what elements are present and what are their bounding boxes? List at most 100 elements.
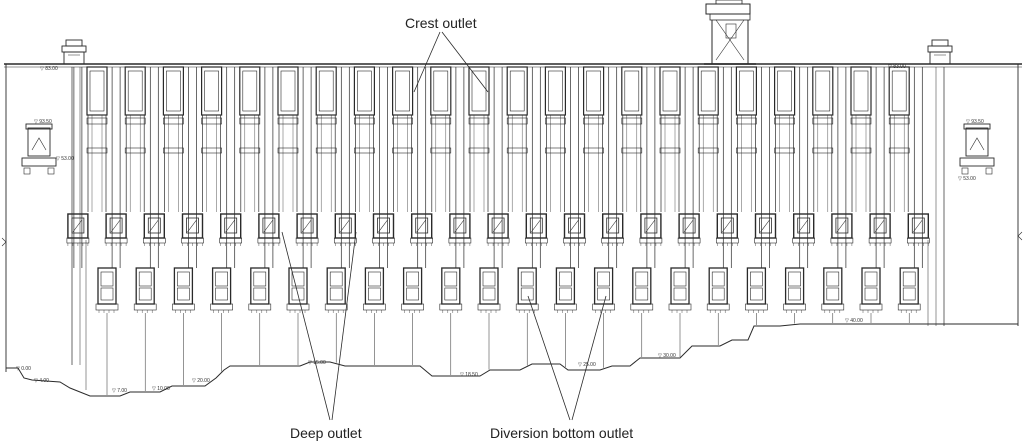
- deep-outlet-gate: [415, 217, 429, 234]
- diversion-outlet-gate: [597, 271, 610, 287]
- pier: [493, 67, 503, 268]
- crest-gate-frame: [124, 66, 146, 116]
- crest-gate-opening: [815, 70, 831, 112]
- diversion-outlet-gate: [482, 271, 496, 287]
- gate-slot-band: [86, 117, 108, 125]
- crane-top-box: [705, 3, 751, 15]
- elev-bed-c: ▽ 10.00: [152, 386, 170, 392]
- tower-top: [931, 39, 949, 47]
- deep-outlet-gate-diag: [760, 219, 770, 233]
- diversion-outlet: [439, 267, 463, 375]
- gantry-crane: [704, 0, 756, 65]
- pier: [531, 67, 541, 268]
- deep-outlet: [601, 213, 625, 246]
- diversion-outlet-gate-lower: [826, 287, 840, 301]
- gate-slot-band-2: [888, 147, 910, 154]
- diversion-outlet-gate: [138, 271, 152, 287]
- deep-outlet-sill: [104, 237, 128, 244]
- diversion-outlet-gate-lower: [597, 287, 610, 301]
- diversion-outlet-gate-lower: [138, 287, 152, 301]
- pier: [722, 67, 732, 268]
- diversion-outlet-gate-lower: [177, 287, 190, 301]
- pier: [73, 67, 83, 268]
- crest-gate-opening: [739, 70, 754, 112]
- house-foot-left: [23, 167, 31, 175]
- diversion-outlet: [706, 267, 730, 345]
- gate-slot-band: [124, 117, 146, 125]
- diversion-outlet-gate-lower: [291, 287, 305, 301]
- deep-outlet: [66, 213, 90, 246]
- pier: [340, 67, 350, 268]
- right-roof-tower: [927, 39, 953, 65]
- diversion-outlet-gate: [215, 271, 228, 287]
- diversion-outlet-gate-lower: [329, 287, 343, 301]
- gate-slot-band: [621, 117, 643, 125]
- deep-outlet-gate-diag: [187, 219, 197, 233]
- crest-leader-1: [413, 31, 441, 93]
- deep-outlet: [181, 213, 204, 246]
- deep-outlet-gate-diag: [913, 219, 923, 233]
- diversion-outlet-gate-lower: [788, 287, 801, 301]
- gate-slot-band: [468, 117, 490, 125]
- elev-bed-d: ▽ 20.00: [192, 378, 210, 384]
- elev-bed-e: ▽ 15.00: [308, 360, 326, 366]
- gate-slot-band-2: [163, 147, 184, 154]
- deep-outlet-gate: [797, 217, 811, 234]
- diversion-outlet-sill: [439, 303, 463, 311]
- crest-gate-frame: [697, 66, 719, 116]
- pier: [837, 67, 847, 268]
- diversion-outlet-sill: [554, 303, 577, 311]
- gate-slot-band: [354, 117, 375, 125]
- diversion-outlet-gate-lower: [520, 287, 534, 301]
- deep-outlet-sill: [601, 237, 625, 244]
- diversion-leader-1: [527, 295, 571, 421]
- crest-outlet-bay: [850, 66, 872, 212]
- deep-outlet-gate-diag: [531, 219, 541, 233]
- crest-gate-frame: [162, 66, 184, 116]
- deep-outlet: [448, 213, 472, 246]
- deep-outlet-sill: [677, 237, 701, 244]
- house-foot-right: [47, 167, 55, 175]
- crest-leader-2: [441, 31, 489, 93]
- diversion-outlet-gate-lower: [750, 287, 763, 301]
- left-control-house: [21, 123, 57, 175]
- crest-outlet-bay: [392, 66, 414, 212]
- deep-outlet-gate-diag: [149, 219, 159, 233]
- deep-outlet: [906, 213, 930, 246]
- crest-gate-frame: [659, 66, 681, 116]
- diversion-outlet-gate: [711, 271, 725, 287]
- deep-outlet: [104, 213, 128, 246]
- diversion-outlet: [172, 267, 195, 385]
- diversion-outlet-sill: [821, 303, 845, 311]
- crest-outlet-bay: [582, 66, 605, 212]
- crest-outlet-bay: [812, 66, 834, 212]
- deep-outlet-gate-diag: [263, 219, 274, 233]
- pier: [149, 67, 159, 268]
- diversion-outlet-label: Diversion bottom outlet: [490, 425, 633, 441]
- crest-gate-frame: [86, 66, 108, 116]
- crane-brace-2: [715, 19, 745, 61]
- deep-outlet-gate-diag: [492, 219, 503, 233]
- diversion-outlet-sill: [95, 303, 119, 311]
- pier: [761, 67, 770, 268]
- crest-gate-opening: [777, 70, 792, 112]
- crest-outlet-bay: [735, 66, 758, 212]
- deep-outlet-gate: [300, 217, 314, 234]
- diversion-outlet-gate-lower: [253, 287, 267, 301]
- deep-outlet-gate: [911, 217, 925, 234]
- crest-gate-opening: [242, 70, 258, 112]
- deep-outlet-sill: [792, 237, 816, 244]
- crest-gate-frame: [582, 66, 605, 116]
- house-hopper: [31, 137, 47, 151]
- deep-outlet-sill: [66, 237, 90, 244]
- deep-outlet-sill: [754, 237, 777, 244]
- diversion-outlet-gate: [788, 271, 801, 287]
- crest-gate-frame: [353, 66, 375, 116]
- crest-gate-opening: [318, 70, 334, 112]
- deep-outlet: [639, 213, 663, 246]
- tower-top: [65, 39, 83, 47]
- crest-outlet-bay: [277, 66, 299, 212]
- diversion-leader-2: [571, 295, 607, 421]
- crest-outlet-bay: [124, 66, 146, 212]
